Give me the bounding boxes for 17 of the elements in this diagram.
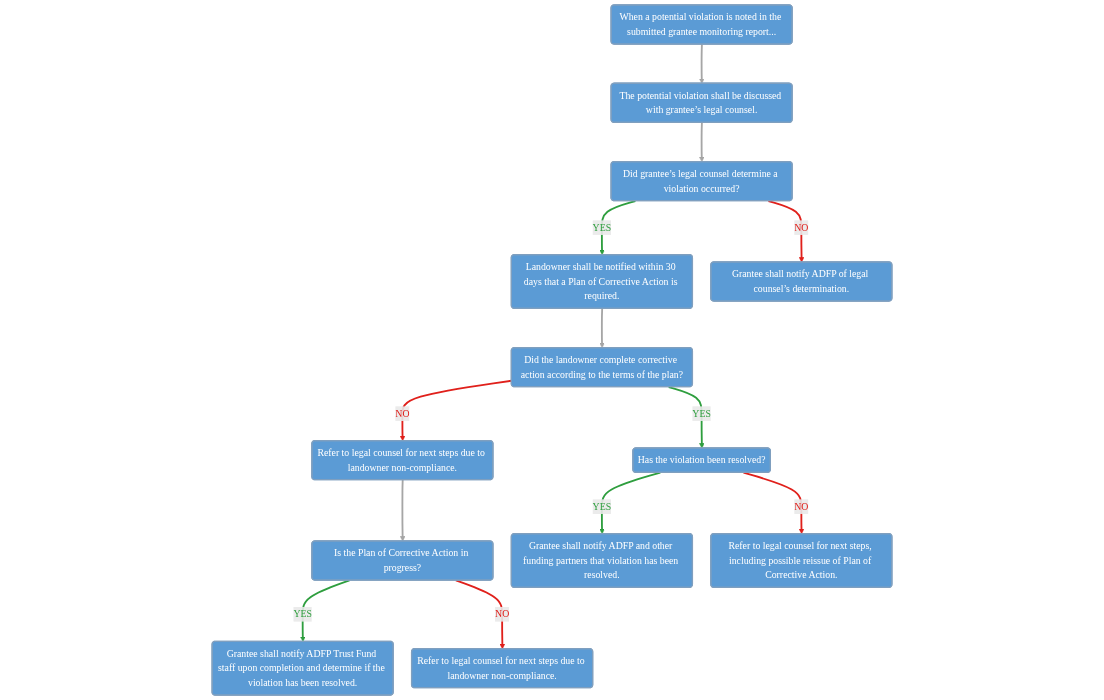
edge-label: NO <box>794 501 809 512</box>
arrow <box>599 200 637 256</box>
arrow <box>599 307 605 349</box>
arrow <box>699 43 705 84</box>
arrow <box>599 471 662 535</box>
arrow <box>300 579 351 642</box>
edge-label: YES <box>293 608 312 620</box>
arrow <box>742 471 805 535</box>
edge-label: YES <box>692 408 711 419</box>
arrow <box>767 200 805 263</box>
edge-label: YES <box>592 222 612 233</box>
arrow <box>699 121 705 163</box>
arrow <box>399 479 406 542</box>
edge-label: NO <box>794 222 809 233</box>
edge-label: NO <box>395 408 410 419</box>
edge-label: NO <box>495 608 510 620</box>
edge-label: YES <box>592 501 612 512</box>
